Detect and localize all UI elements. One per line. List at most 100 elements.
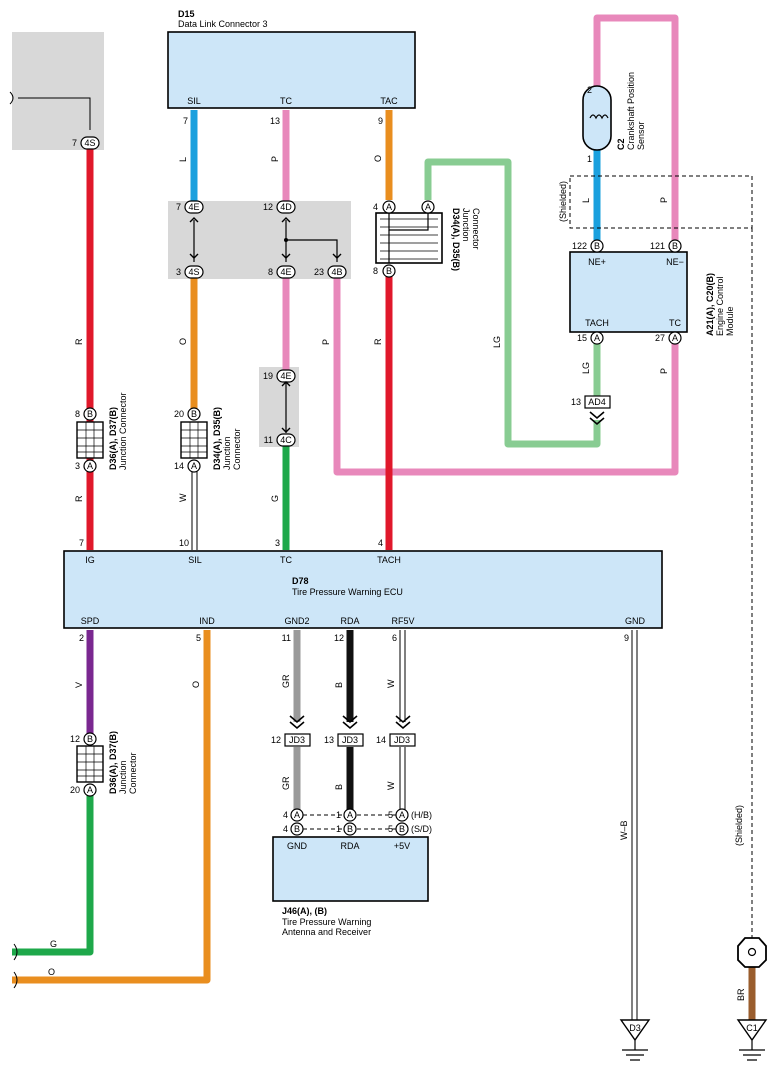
d34-id: D34(A), D35(B): [212, 407, 222, 470]
j46-pin-b-rda-label: B: [347, 824, 353, 834]
d34-top-junction-box: [375, 212, 443, 264]
d36b-id: D36(A), D37(B): [108, 731, 118, 794]
connector-4e-top: [184, 200, 204, 214]
wire-orange-ind: [12, 630, 211, 984]
j46-pin-b-rda: [343, 822, 357, 836]
ecm-name1: Engine Control: [715, 276, 725, 336]
wire-white-sil: [191, 470, 198, 550]
ecm-box: [569, 251, 688, 333]
j46-pin-b-5v-label: B: [399, 824, 405, 834]
wire-pink-loop: [333, 276, 679, 476]
connector-jd3-1-label: JD3: [289, 735, 305, 745]
wl-o1: O: [373, 155, 383, 162]
wl-lg1: LG: [492, 336, 502, 348]
d34t-label-group: D34(A), D35(B) Junction Connector: [451, 208, 481, 271]
connector-4b-label: 4B: [331, 267, 342, 277]
d36b-name1: Junction: [118, 760, 128, 794]
wl-w2: W: [386, 679, 396, 688]
d78-num-gnd2: 11: [282, 633, 291, 643]
j46-num-a-rda: 1: [336, 810, 341, 820]
j46-num-b-5v: 5: [388, 824, 393, 834]
connector-ad4-label: AD4: [588, 397, 606, 407]
connector-4s-top-num: 7: [72, 138, 77, 148]
c2-pin-bot: 1: [587, 154, 592, 164]
junction-arrows: [189, 217, 342, 433]
d78-pin-tach: TACH: [377, 555, 401, 565]
d36-pin-a: [83, 459, 97, 473]
d36-num-bot: 3: [75, 461, 80, 471]
d36b-pin-a: [83, 783, 97, 797]
j46-pin-b-gnd-label: B: [294, 824, 300, 834]
d78-num-rda: 12: [334, 633, 344, 643]
c2-id: C2: [616, 138, 626, 150]
d36b-junction-box: [76, 745, 104, 783]
tpw-ecu-box: [63, 550, 663, 629]
d78-num-gnd: 9: [624, 633, 629, 643]
wl-p4: P: [659, 368, 669, 374]
wl-b2: B: [334, 784, 344, 790]
ecm-label-group: A21(A), C20(B) Engine Control Module: [705, 273, 735, 336]
wl-p2: P: [321, 339, 331, 345]
d78-num-spd: 2: [79, 633, 84, 643]
d36-pin-a-label: A: [87, 461, 93, 471]
j46-num-a-gnd: 4: [283, 810, 288, 820]
j46-pins: A B A B A B 4 4 1 1 5 5 (H/B) (S/D): [283, 808, 432, 836]
connector-4s-bottom-num: 3: [176, 267, 181, 277]
ground-d3-icon: [622, 1040, 648, 1061]
wire-white-rf5v-low: [399, 747, 406, 810]
wl-r3: R: [74, 495, 84, 502]
wl-w3: W: [386, 781, 396, 790]
connector-4b: [327, 265, 347, 279]
d36-label-group: D36(A), D37(B) Junction Connector: [108, 392, 128, 470]
wl-wb: W–B: [619, 820, 629, 840]
j46-num-a-5v: 5: [388, 810, 393, 820]
d36-name1: Junction Connector: [118, 392, 128, 470]
connector-jd3-1-num: 12: [271, 735, 281, 745]
d34t-pin-b-label: B: [386, 266, 392, 276]
j46-id: J46(A), (B): [282, 906, 327, 916]
crankshaft-sensor-body: [582, 85, 612, 151]
j46-pin-5v: +5V: [394, 841, 410, 851]
break-marks-bottom: [13, 943, 18, 989]
connector-jd3-3: [389, 733, 416, 747]
j46-name2: Antenna and Receiver: [282, 927, 371, 937]
d78-num-sil: 10: [179, 538, 189, 548]
connector-ad4: [584, 395, 611, 409]
j46-name1: Tire Pressure Warning: [282, 917, 371, 927]
ground-d3-label: D3: [629, 1023, 641, 1033]
connector-4c: [276, 433, 296, 447]
d34-label-group: D34(A), D35(B) Junction Connector: [212, 407, 242, 470]
d36b-label-group: D36(A), D37(B) Junction Connector: [108, 731, 138, 794]
connector-4e-mid-num: 8: [268, 267, 273, 277]
c2-pin-top: 2: [587, 85, 592, 95]
d34-junction-grid: [181, 422, 207, 458]
wl-lg2: LG: [581, 362, 591, 374]
d34t-pin-b: [382, 264, 396, 278]
d15-id: D15: [178, 9, 195, 19]
d34-name1: Junction: [222, 436, 232, 470]
j46-pin-a-rda: [343, 808, 357, 822]
ground-c1-icon: [739, 1040, 765, 1061]
connector-4e-top-num: 7: [176, 202, 181, 212]
connector-4b-num: 23: [314, 267, 324, 277]
d78-name: Tire Pressure Warning ECU: [292, 587, 403, 597]
ecm-pin-a-1: [590, 331, 604, 345]
d15-num-tac: 9: [378, 116, 383, 126]
connector-4s-top-label: 4S: [84, 138, 95, 148]
d78-num-tc: 3: [275, 538, 280, 548]
j46-pin-rda: RDA: [340, 841, 359, 851]
d78-pin-gnd: GND: [625, 616, 646, 626]
connector-4c-num: 11: [264, 435, 273, 445]
ecm-num-tach: 15: [577, 333, 587, 343]
connector-jd3-2-label: JD3: [342, 735, 358, 745]
wl-o2: O: [178, 338, 188, 345]
d36b-name2: Connector: [128, 752, 138, 794]
d36-num-top: 8: [75, 409, 80, 419]
ground-d3-triangle: [619, 1019, 651, 1042]
d36b-num-bot: 20: [70, 785, 80, 795]
j46-pin-gnd: GND: [287, 841, 308, 851]
d36-junction-grid: [77, 422, 103, 458]
d15-num-tc: 13: [270, 116, 280, 126]
junction-internal-line-1: [18, 97, 91, 130]
d15-name: Data Link Connector 3: [178, 19, 268, 29]
